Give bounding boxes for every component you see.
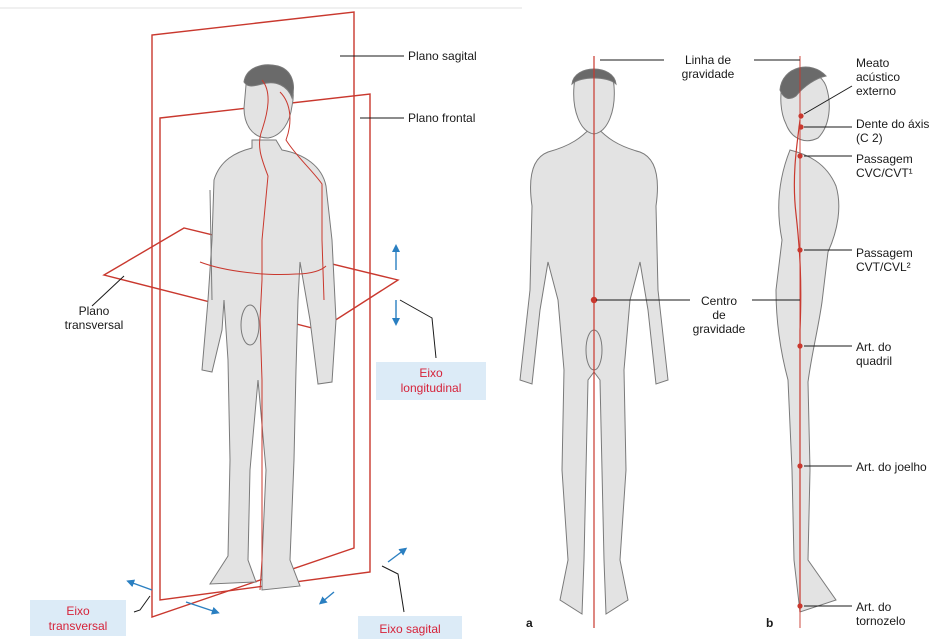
label-thoracolumbar: Passagem CVT/CVL²	[856, 246, 913, 274]
human-figure-lateral	[776, 67, 839, 612]
label-hip: Art. do quadril	[856, 340, 892, 368]
hip-dot	[797, 343, 802, 348]
label-hip-2: quadril	[856, 354, 892, 368]
cervicothoracic-dot	[797, 153, 802, 158]
thoracolumbar-dot	[797, 247, 802, 252]
label-hip-1: Art. do	[856, 340, 892, 354]
label-transverse-axis: Eixo transversal	[30, 600, 126, 636]
label-gravity-line-2: gravidade	[664, 67, 752, 81]
label-meatus: Meato acústico externo	[856, 56, 900, 98]
label-cervicothoracic-2: CVC/CVT¹	[856, 166, 913, 180]
label-gravity-line: Linha de gravidade	[664, 53, 752, 81]
label-dens-1: Dente do áxis	[856, 117, 929, 131]
label-transverse-axis-line1: Eixo	[30, 604, 126, 619]
label-meatus-1: Meato	[856, 56, 900, 70]
label-thoracolumbar-1: Passagem	[856, 246, 913, 260]
meatus-dot	[798, 113, 803, 118]
label-frontal-plane: Plano frontal	[408, 111, 475, 125]
label-ankle-2: tornozelo	[856, 614, 905, 628]
label-center-of-gravity-3: gravidade	[684, 322, 754, 336]
sagittal-axis-arrow-back	[388, 550, 404, 562]
transverse-axis-arrow-right	[186, 602, 216, 612]
label-knee: Art. do joelho	[856, 460, 927, 474]
label-sagittal-axis: Eixo sagital	[358, 616, 462, 639]
knee-dot	[797, 463, 802, 468]
label-center-of-gravity-1: Centro	[684, 294, 754, 308]
ankle-dot	[797, 603, 802, 608]
transverse-axis-arrow-left	[130, 582, 152, 590]
label-longitudinal-axis-line1: Eixo	[376, 366, 486, 381]
label-longitudinal-axis-line2: longitudinal	[376, 381, 486, 396]
label-dens: Dente do áxis (C 2)	[856, 117, 929, 145]
leader-longitudinal	[400, 300, 436, 358]
label-ankle-1: Art. do	[856, 600, 905, 614]
label-center-of-gravity: Centro de gravidade	[684, 294, 754, 336]
dens-dot	[798, 124, 803, 129]
label-longitudinal-axis: Eixo longitudinal	[376, 362, 486, 400]
label-center-of-gravity-2: de	[684, 308, 754, 322]
label-ankle: Art. do tornozelo	[856, 600, 905, 628]
panel-letter-a: a	[526, 616, 533, 630]
label-transverse-plane: Plano transversal	[58, 304, 130, 332]
leader-sagittal-axis	[382, 566, 404, 612]
leader-transverse-axis	[134, 596, 150, 612]
label-gravity-line-1: Linha de	[664, 53, 752, 67]
sagittal-axis-arrow-front	[322, 592, 334, 602]
label-transverse-plane-line2: transversal	[58, 318, 130, 332]
label-thoracolumbar-2: CVT/CVL²	[856, 260, 913, 274]
label-meatus-3: externo	[856, 84, 900, 98]
human-figure-oblique	[202, 65, 336, 590]
label-sagittal-plane: Plano sagital	[408, 49, 477, 63]
label-meatus-2: acústico	[856, 70, 900, 84]
panel-letter-b: b	[766, 616, 773, 630]
leader-transverse	[92, 276, 124, 306]
label-cervicothoracic: Passagem CVC/CVT¹	[856, 152, 913, 180]
label-transverse-axis-line2: transversal	[30, 619, 126, 634]
label-dens-2: (C 2)	[856, 131, 929, 145]
label-transverse-plane-line1: Plano	[58, 304, 130, 318]
label-cervicothoracic-1: Passagem	[856, 152, 913, 166]
